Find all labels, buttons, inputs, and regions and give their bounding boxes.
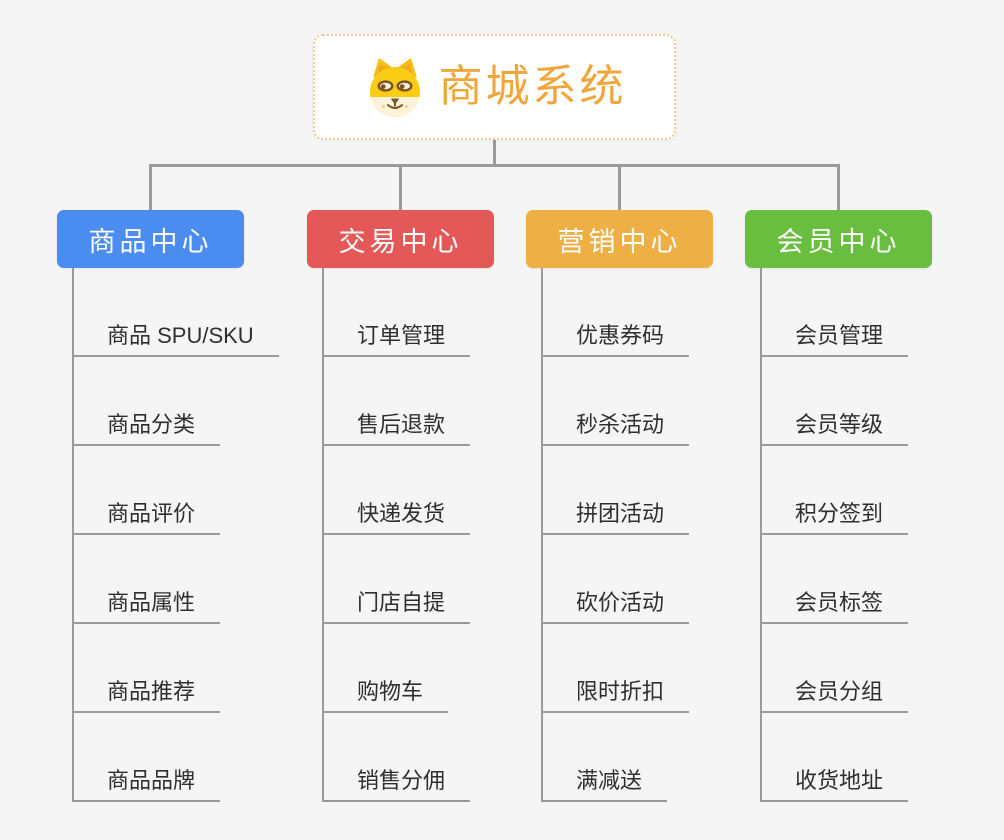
subtopic-node[interactable]: 会员分组 <box>762 624 909 713</box>
branch-node-product-center[interactable]: 商品中心 <box>57 210 244 268</box>
branch-node-marketing-center[interactable]: 营销中心 <box>526 210 713 268</box>
subtopic-node[interactable]: 会员管理 <box>762 268 909 357</box>
root-title: 商城系统 <box>438 62 627 111</box>
connector-root-stub <box>493 140 496 166</box>
subtopic-node[interactable]: 商品属性 <box>74 535 221 624</box>
root-node[interactable]: 商城系统 <box>313 34 676 140</box>
subtopic-node[interactable]: 会员等级 <box>762 357 909 446</box>
doge-icon <box>369 58 420 117</box>
subtopic-node[interactable]: 满减送 <box>543 713 668 802</box>
subtopic-node[interactable]: 购物车 <box>324 624 449 713</box>
branch-member-center: 会员中心 会员管理 会员等级 积分签到 会员标签 会员分组 收货地址 <box>745 210 932 802</box>
subtopic-node[interactable]: 收货地址 <box>762 713 909 802</box>
subtopic-node[interactable]: 商品推荐 <box>74 624 221 713</box>
subtopic-node[interactable]: 优惠券码 <box>543 268 690 357</box>
subtopic-node[interactable]: 秒杀活动 <box>543 357 690 446</box>
subtopic-node[interactable]: 销售分佣 <box>324 713 471 802</box>
branch-children-trade: 订单管理 售后退款 快递发货 门店自提 购物车 销售分佣 <box>322 268 471 802</box>
branch-trade-center: 交易中心 订单管理 售后退款 快递发货 门店自提 购物车 销售分佣 <box>307 210 494 802</box>
subtopic-node[interactable]: 商品评价 <box>74 446 221 535</box>
branch-product-center: 商品中心 商品 SPU/SKU 商品分类 商品评价 商品属性 商品推荐 商品品牌 <box>57 210 279 802</box>
subtopic-node[interactable]: 砍价活动 <box>543 535 690 624</box>
connector-drop-trade <box>399 164 402 210</box>
subtopic-node[interactable]: 快递发货 <box>324 446 471 535</box>
connector-drop-product <box>149 164 152 210</box>
subtopic-node[interactable]: 会员标签 <box>762 535 909 624</box>
branch-children-product: 商品 SPU/SKU 商品分类 商品评价 商品属性 商品推荐 商品品牌 <box>72 268 279 802</box>
subtopic-node[interactable]: 拼团活动 <box>543 446 690 535</box>
subtopic-node[interactable]: 售后退款 <box>324 357 471 446</box>
subtopic-node[interactable]: 商品分类 <box>74 357 221 446</box>
branch-node-member-center[interactable]: 会员中心 <box>745 210 932 268</box>
branch-marketing-center: 营销中心 优惠券码 秒杀活动 拼团活动 砍价活动 限时折扣 满减送 <box>526 210 713 802</box>
connector-horizontal <box>149 164 840 167</box>
branch-children-member: 会员管理 会员等级 积分签到 会员标签 会员分组 收货地址 <box>760 268 909 802</box>
subtopic-node[interactable]: 订单管理 <box>324 268 471 357</box>
subtopic-node[interactable]: 门店自提 <box>324 535 471 624</box>
subtopic-node[interactable]: 商品品牌 <box>74 713 221 802</box>
branch-children-marketing: 优惠券码 秒杀活动 拼团活动 砍价活动 限时折扣 满减送 <box>541 268 690 802</box>
branch-node-trade-center[interactable]: 交易中心 <box>307 210 494 268</box>
subtopic-node[interactable]: 限时折扣 <box>543 624 690 713</box>
connector-drop-marketing <box>618 164 621 210</box>
connector-drop-member <box>837 164 840 210</box>
subtopic-node[interactable]: 商品 SPU/SKU <box>74 268 279 357</box>
subtopic-node[interactable]: 积分签到 <box>762 446 909 535</box>
